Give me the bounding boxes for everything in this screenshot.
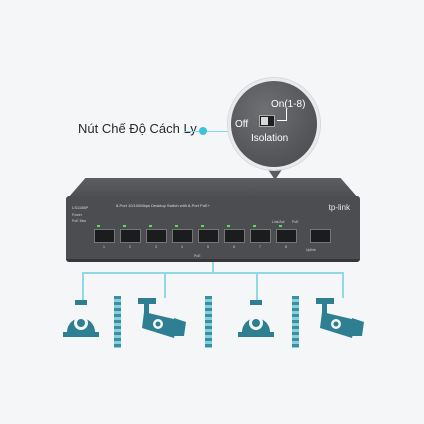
port-led [279, 225, 282, 227]
isolation-off-label: Off [235, 119, 249, 130]
poe-ports-label: PoE [194, 254, 201, 258]
tp-link-logo: tp-link [328, 203, 350, 212]
ethernet-port[interactable] [198, 229, 219, 243]
branch-line-1 [82, 272, 84, 300]
led-label-poe-max: PoE Max [72, 219, 87, 223]
isolation-on-label: On(1-8) [271, 99, 306, 110]
ethernet-port[interactable] [250, 229, 271, 243]
port-number: 7 [259, 245, 261, 249]
port-number: 2 [129, 245, 131, 249]
device-description: 8-Port 10/100Mbps Desktop Switch with 8-… [116, 203, 210, 208]
port-led [123, 225, 126, 227]
port-led [201, 225, 204, 227]
callout-label: Nút Chế Độ Cách Ly [78, 121, 197, 136]
isolation-pole-1 [114, 296, 121, 348]
port-number: 5 [207, 245, 209, 249]
device-model: LS1108P [72, 205, 89, 210]
ethernet-port[interactable] [172, 229, 193, 243]
branch-line-3 [256, 272, 258, 300]
bus-line [82, 272, 344, 274]
ethernet-port[interactable] [120, 229, 141, 243]
ethernet-port[interactable] [224, 229, 245, 243]
switch-top-panel [68, 178, 358, 198]
isolation-pole-3 [292, 296, 299, 348]
poe-switch-device: LS1108P 8-Port 10/100Mbps Desktop Switch… [66, 196, 360, 262]
led-label-link-act: Link/Act [272, 220, 285, 224]
ethernet-port[interactable] [94, 229, 115, 243]
dome-camera-icon [238, 300, 274, 337]
port-number: 8 [285, 245, 287, 249]
port-led [175, 225, 178, 227]
ethernet-port[interactable] [276, 229, 297, 243]
callout-dot [199, 127, 207, 135]
led-label-power: Power [72, 213, 82, 217]
branch-line-4 [342, 272, 344, 298]
led-label-uplink: Uplink [306, 248, 316, 252]
trunk-line [212, 262, 214, 273]
port-number: 6 [233, 245, 235, 249]
isolation-switch-zoom: On(1-8) Off Isolation [228, 78, 320, 170]
isolation-toggle-knob [261, 117, 268, 125]
port-led [227, 225, 230, 227]
port-led [97, 225, 100, 227]
uplink-port[interactable] [310, 229, 331, 243]
isolation-label: Isolation [251, 133, 289, 144]
isolation-pole-2 [205, 296, 212, 348]
port-number: 3 [155, 245, 157, 249]
bullet-camera-icon [138, 298, 186, 338]
isolation-bracket [277, 109, 287, 121]
isolation-toggle[interactable] [259, 115, 275, 127]
ethernet-port[interactable] [146, 229, 167, 243]
port-number: 1 [103, 245, 105, 249]
dome-camera-icon [63, 300, 99, 337]
port-led [149, 225, 152, 227]
branch-line-2 [164, 272, 166, 298]
port-number: 4 [181, 245, 183, 249]
bullet-camera-icon [316, 298, 364, 338]
led-label-poe: PoE [292, 220, 299, 224]
port-led [253, 225, 256, 227]
